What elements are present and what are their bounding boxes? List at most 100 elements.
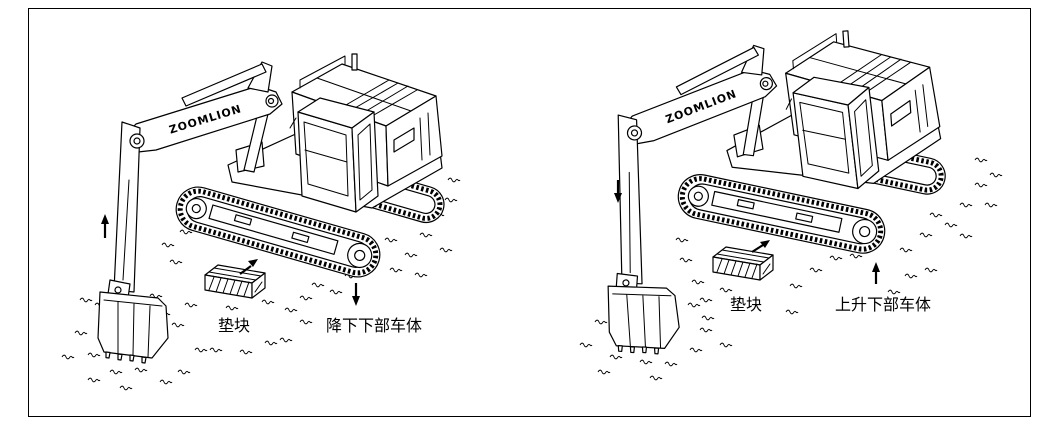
stick-arm <box>617 114 643 285</box>
grass-mark <box>284 307 298 313</box>
grass-mark <box>194 347 208 353</box>
grass-mark <box>61 354 75 360</box>
action-label-lower: 降下下部车体 <box>326 316 422 335</box>
grass-mark <box>239 349 253 355</box>
arrow-down-boom-right <box>614 180 622 203</box>
grass-mark <box>134 367 148 373</box>
grass-mark <box>177 369 191 375</box>
grass-mark <box>789 283 803 289</box>
grass-mark <box>579 342 593 348</box>
grass-mark <box>699 327 713 333</box>
grass-mark <box>809 267 823 273</box>
grass-mark <box>161 242 175 248</box>
grass-mark <box>719 342 733 348</box>
grass-mark <box>299 295 313 301</box>
pad-label-right: 垫块 <box>730 295 762 314</box>
operator-cab <box>289 97 379 213</box>
stick-arm <box>113 121 145 293</box>
grass-mark <box>675 237 689 243</box>
arrow-down-undercarriage <box>352 283 360 306</box>
grass-mark <box>849 253 863 259</box>
grass-mark <box>171 322 185 328</box>
grass-mark <box>984 202 998 208</box>
stick-cylinder <box>181 63 267 107</box>
grass-mark <box>261 299 275 305</box>
grass-mark <box>594 319 608 325</box>
grass-mark <box>447 177 461 183</box>
grass-mark <box>679 257 693 263</box>
arrow-insert-pad-left <box>239 259 258 275</box>
grass-mark <box>159 379 173 385</box>
grass-mark <box>944 222 958 228</box>
grass-mark <box>264 340 278 346</box>
grass-mark <box>87 377 101 383</box>
grass-mark <box>444 197 458 203</box>
grass-mark <box>169 259 183 265</box>
grass-mark <box>299 319 313 325</box>
grass-mark <box>184 302 198 308</box>
near-track <box>677 174 886 254</box>
bucket-tooth <box>117 353 123 361</box>
grass-mark <box>179 229 193 235</box>
pad-block-left <box>204 264 266 299</box>
near-track <box>175 186 381 278</box>
grass-mark <box>79 297 93 303</box>
grass-mark <box>904 273 918 279</box>
grass-mark <box>829 255 843 261</box>
grass-mark <box>929 212 943 218</box>
arrow-up-boom-left <box>101 214 109 238</box>
grass-mark <box>384 237 398 243</box>
grass-mark <box>664 361 678 367</box>
grass-mark <box>959 202 973 208</box>
grass-mark <box>225 305 239 311</box>
grass-mark <box>439 247 453 253</box>
bucket-tooth <box>641 346 648 354</box>
grass-mark <box>389 267 403 273</box>
arrow-insert-pad-right <box>751 240 770 253</box>
bucket-tooth <box>617 344 623 352</box>
figure-raise-undercarriage: ZOOMLION <box>579 30 1003 381</box>
grass-mark <box>899 247 913 253</box>
grass-mark <box>609 354 623 360</box>
grass-mark <box>119 385 133 391</box>
grass-mark <box>974 182 988 188</box>
excavator-left: ZOOMLION <box>97 53 445 364</box>
grass-mark <box>691 279 705 285</box>
mirror <box>785 98 793 110</box>
grass-mark <box>109 369 123 375</box>
bucket <box>97 291 169 364</box>
grass-mark <box>699 297 713 303</box>
handrail <box>792 33 838 70</box>
bucket-tooth <box>629 346 636 354</box>
cab-side-window <box>854 99 873 177</box>
grass-mark <box>719 287 733 293</box>
mirror <box>289 117 297 129</box>
cab-windshield <box>799 101 850 174</box>
grass-mark <box>404 252 418 258</box>
grass-mark <box>689 347 703 353</box>
bucket <box>607 285 680 355</box>
action-label-raise: 上升下部车体 <box>835 295 931 314</box>
grass-mark <box>687 302 701 308</box>
grass-mark <box>279 337 293 343</box>
grass-mark <box>414 272 428 278</box>
grass-mark <box>74 330 88 336</box>
cab-windshield <box>303 121 349 197</box>
exhaust-pipe <box>351 53 358 71</box>
grass-mark <box>329 289 343 295</box>
bucket-tooth <box>653 347 660 355</box>
excavator-right: ZOOMLION <box>607 30 946 355</box>
grass-mark <box>419 232 433 238</box>
cab-side-window <box>357 123 373 201</box>
logo-plate <box>393 127 415 153</box>
grass-mark <box>209 347 223 353</box>
grass-mark <box>974 157 988 163</box>
grass-mark <box>924 267 938 273</box>
grass-mark <box>989 172 1003 178</box>
stick-cylinder <box>675 46 759 96</box>
bucket-tooth <box>105 351 111 359</box>
grass-mark <box>887 289 901 295</box>
operator-cab <box>785 76 880 190</box>
grass-mark <box>597 369 611 375</box>
